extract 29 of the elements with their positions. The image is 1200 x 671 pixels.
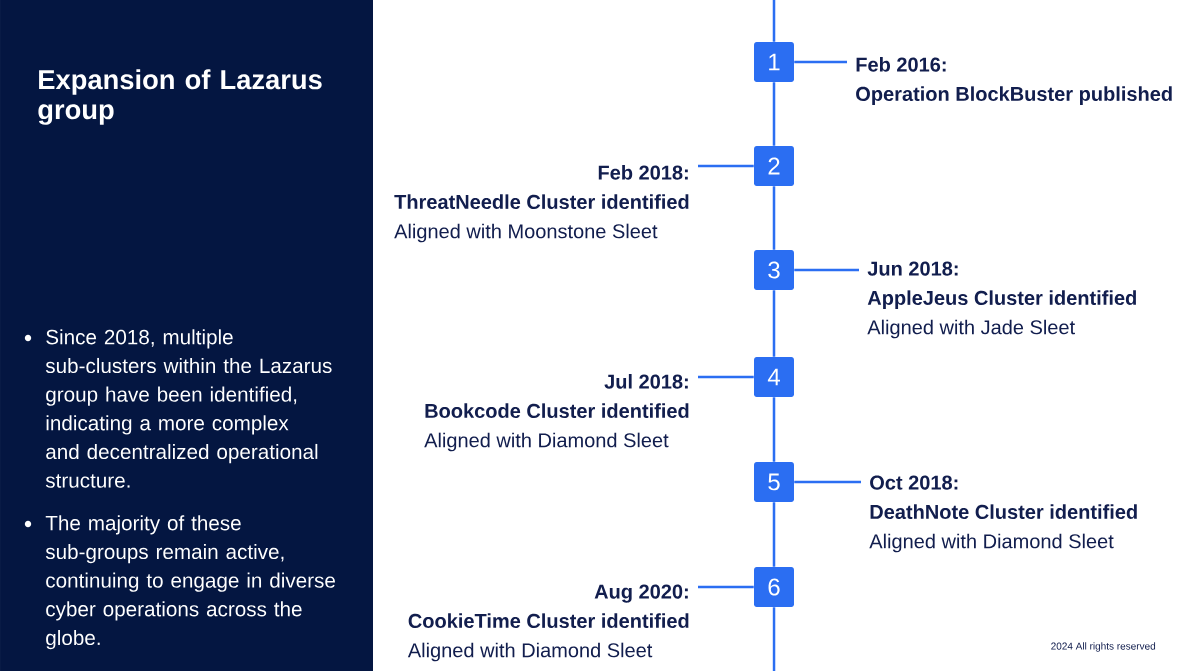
timeline-line [772, 186, 776, 250]
number-box: 2 [754, 146, 794, 186]
event-text: Feb 2016: Operation BlockBuster published [856, 57, 1172, 105]
event-text: Oct 2018: DeathNote Cluster identified Aligned with Diamond Sleet [869, 475, 1137, 553]
connector-line [698, 585, 754, 589]
number-box: 5 [754, 462, 794, 502]
bullet-text: Since 2018, multiple sub-clusters within the Lazarus group have been identified, indicating a more complex and decentralized operational structure. [45, 329, 332, 488]
event-text: Aug 2020: CookieTime Cluster identified Aligned with Diamond Sleet [407, 584, 689, 662]
title: Expansion of Lazarus group [38, 69, 322, 125]
event-text: Jul 2018: Bookcode Cluster identified Aligned with Diamond Sleet [424, 374, 689, 452]
copyright-note: 2024 All rights reserved [1051, 642, 1156, 652]
timeline-line [772, 502, 776, 567]
number-box: 6 [754, 567, 794, 607]
number-box: 3 [754, 250, 794, 290]
connector-line [794, 480, 861, 484]
timeline-line [772, 397, 776, 462]
bullet-text: The majority of these sub-groups remain active, continuing to engage in diverse cyber operations across the globe. [45, 515, 335, 650]
timeline-line [772, 0, 776, 42]
connector-line [698, 375, 754, 379]
number-box: 1 [754, 42, 794, 82]
timeline-line [772, 82, 776, 146]
event-text: Feb 2018: ThreatNeedle Cluster identified Aligned with Moonstone Sleet [394, 165, 689, 243]
connector-line [794, 60, 847, 64]
number-box: 4 [754, 357, 794, 397]
timeline-line [772, 607, 776, 671]
connector-line [794, 268, 859, 272]
event-text: Jun 2018: AppleJeus Cluster identified Aligned with Jade Sleet [867, 261, 1136, 339]
timeline-line [772, 290, 776, 357]
connector-line [698, 164, 754, 168]
